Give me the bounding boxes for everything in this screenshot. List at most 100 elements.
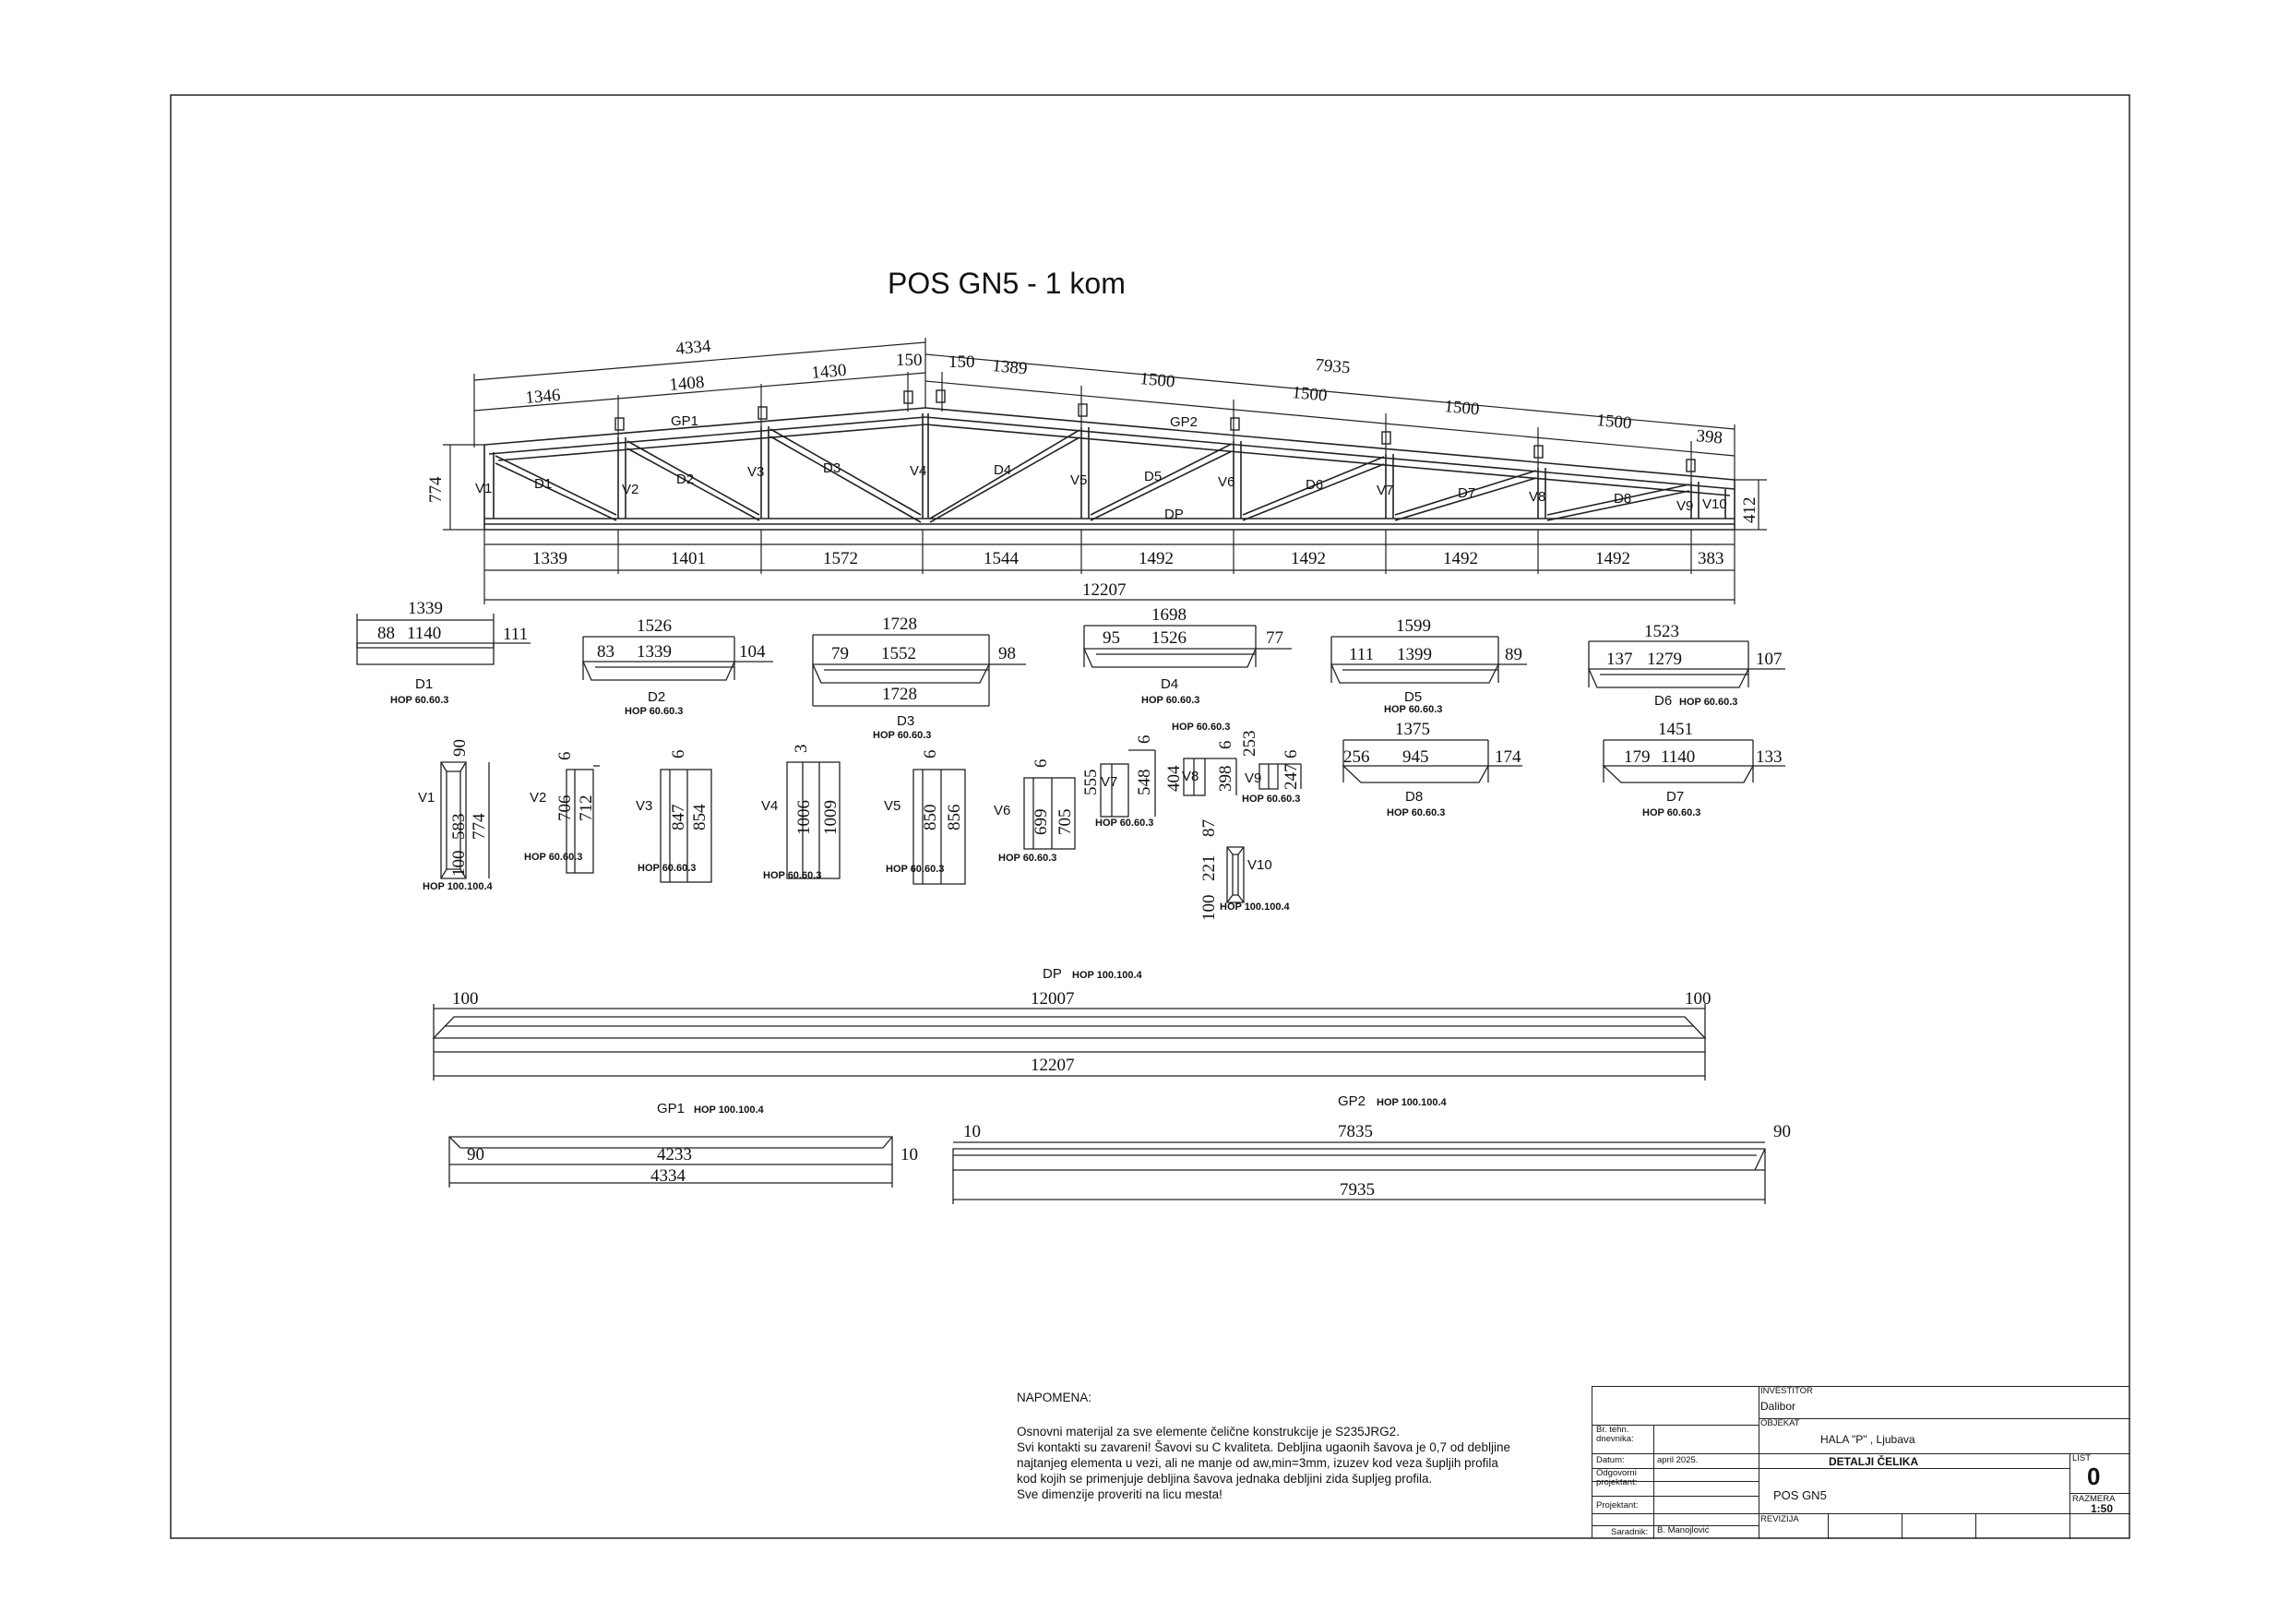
note-line: Sve dimenzije proveriti na licu mesta! [1017, 1487, 1223, 1501]
dim-bottom-seg: 1492 [1291, 549, 1326, 568]
d3-profile: HOP 60.60.3 [873, 730, 931, 741]
v3-outer: 854 [690, 804, 710, 830]
label-d: D3 [823, 460, 841, 476]
d4-overall: 1698 [1151, 605, 1187, 625]
drawing-title: POS GN5 - 1 kom [888, 267, 1126, 300]
v4-top: 3 [792, 745, 811, 754]
note-line: kod kojih se primenjuje debljina šavova … [1017, 1472, 1433, 1486]
dim-height-left: 774 [426, 476, 446, 503]
v5-outer: 856 [945, 805, 964, 831]
v10-profile: HOP 100.100.4 [1220, 902, 1291, 913]
v10-top: 87 [1199, 819, 1219, 837]
d2-mid: 1339 [637, 642, 672, 662]
d4-left: 95 [1103, 628, 1120, 648]
dp-mid: 12007 [1031, 989, 1075, 1009]
dp-name: DP [1043, 966, 1062, 982]
d5-mid: 1399 [1397, 645, 1432, 664]
gp1-right: 10 [900, 1145, 918, 1164]
razmera-value: 1:50 [2091, 1502, 2114, 1515]
v9-inner: 247 [1282, 764, 1301, 791]
v9-name: V9 [1245, 770, 1261, 786]
gp2-name: GP2 [1338, 1093, 1366, 1109]
v1-outer: 774 [470, 813, 489, 840]
d3-bottom: 1728 [882, 685, 917, 704]
v9-outer: 253 [1240, 731, 1259, 758]
label-v: V8 [1529, 489, 1545, 505]
d6-right: 107 [1756, 650, 1783, 669]
v3-top: 6 [669, 750, 688, 759]
d8-profile: HOP 60.60.3 [1387, 807, 1445, 818]
investitor-value: Dalibor [1760, 1400, 1796, 1413]
v5-profile: HOP 60.60.3 [886, 864, 944, 875]
dim-bottom-seg: 1492 [1443, 549, 1478, 568]
dim-bottom-seg: 1492 [1595, 549, 1630, 568]
label-v: V4 [910, 463, 926, 479]
label-d: D6 [1306, 477, 1323, 493]
d8-right: 174 [1495, 747, 1521, 767]
title-block: INVESTITOR Dalibor OBJEKAT HALA "P" , Lj… [1592, 1386, 2130, 1539]
v6-inner: 699 [1032, 809, 1051, 836]
v10-name: V10 [1247, 857, 1272, 873]
pozicija-value: POS GN5 [1773, 1488, 1827, 1502]
v5-top: 6 [921, 750, 940, 759]
v5-inner: 850 [921, 805, 940, 831]
dim-height-right: 412 [1740, 497, 1759, 524]
dp-left: 100 [452, 989, 479, 1009]
label-v: V2 [622, 482, 638, 497]
v2-profile: HOP 60.60.3 [524, 852, 582, 863]
label-v: V7 [1377, 483, 1393, 498]
dim-top-right-seg: 1500 [1596, 411, 1633, 433]
v5-name: V5 [884, 798, 900, 814]
d5-profile: HOP 60.60.3 [1384, 704, 1442, 715]
list-value: 0 [2087, 1463, 2101, 1490]
revizija-label: REVIZIJA [1760, 1514, 1799, 1524]
sadrzaj-value: DETALJI ČELIKA [1829, 1455, 1919, 1468]
d1-left: 88 [377, 624, 395, 643]
diagonal-details [356, 614, 1785, 783]
gp1-left: 90 [467, 1145, 484, 1164]
d8-mid: 945 [1402, 747, 1429, 767]
dim-top-left-seg: 1430 [811, 361, 848, 383]
d6-profile: HOP 60.60.3 [1679, 697, 1737, 708]
v1-profile: HOP 100.100.4 [423, 881, 494, 892]
d7-profile: HOP 60.60.3 [1642, 807, 1700, 818]
v4-outer: 1009 [821, 800, 841, 835]
d5-overall: 1599 [1396, 616, 1431, 636]
v2-name: V2 [530, 790, 546, 806]
br-label: Br. tehn. dnevnika: [1596, 1425, 1634, 1444]
label-d: D5 [1144, 469, 1162, 484]
d3-left: 79 [831, 644, 849, 663]
v9-top: 6 [1282, 750, 1301, 759]
datum-label: Datum: [1596, 1455, 1625, 1465]
v10-bottom: 100 [1199, 895, 1219, 922]
objekat-value: HALA "P" , Ljubava [1820, 1433, 1915, 1446]
v7-profile: HOP 60.60.3 [1095, 818, 1153, 829]
chord-details [432, 1004, 1766, 1204]
dim-top-left-overall: 4334 [675, 337, 712, 359]
gp2-mid: 7835 [1338, 1122, 1373, 1141]
d4-profile: HOP 60.60.3 [1141, 695, 1199, 706]
v7-top: 6 [1135, 735, 1154, 745]
odgovorni-label: Odgovorni projektant: [1596, 1468, 1638, 1487]
dim-bottom-seg: 1339 [532, 549, 567, 568]
v4-name: V4 [761, 798, 778, 814]
projektant-label: Projektant: [1596, 1500, 1639, 1511]
d3-right: 98 [998, 644, 1016, 663]
v7-inner: 548 [1135, 770, 1154, 796]
saradnik-label: Saradnik: [1611, 1527, 1649, 1537]
d2-profile: HOP 60.60.3 [625, 706, 683, 717]
d3-overall: 1728 [882, 615, 917, 634]
v6-top: 6 [1032, 759, 1051, 769]
v6-outer: 705 [1056, 809, 1075, 836]
dim-top-right-seg: 1500 [1139, 369, 1176, 391]
label-v: V6 [1218, 474, 1234, 490]
v2-outer: 712 [577, 795, 596, 822]
d2-name: D2 [648, 689, 665, 705]
gp2-profile: HOP 100.100.4 [1377, 1097, 1448, 1108]
objekat-label: OBJEKAT [1760, 1418, 1800, 1428]
v1-inner: 583 [449, 814, 469, 841]
datum-value: april 2025. [1657, 1455, 1699, 1465]
note-line: Osnovni materijal za sve elemente čeličn… [1017, 1425, 1400, 1439]
d4-right: 77 [1266, 628, 1283, 648]
d7-mid: 1140 [1661, 747, 1695, 767]
